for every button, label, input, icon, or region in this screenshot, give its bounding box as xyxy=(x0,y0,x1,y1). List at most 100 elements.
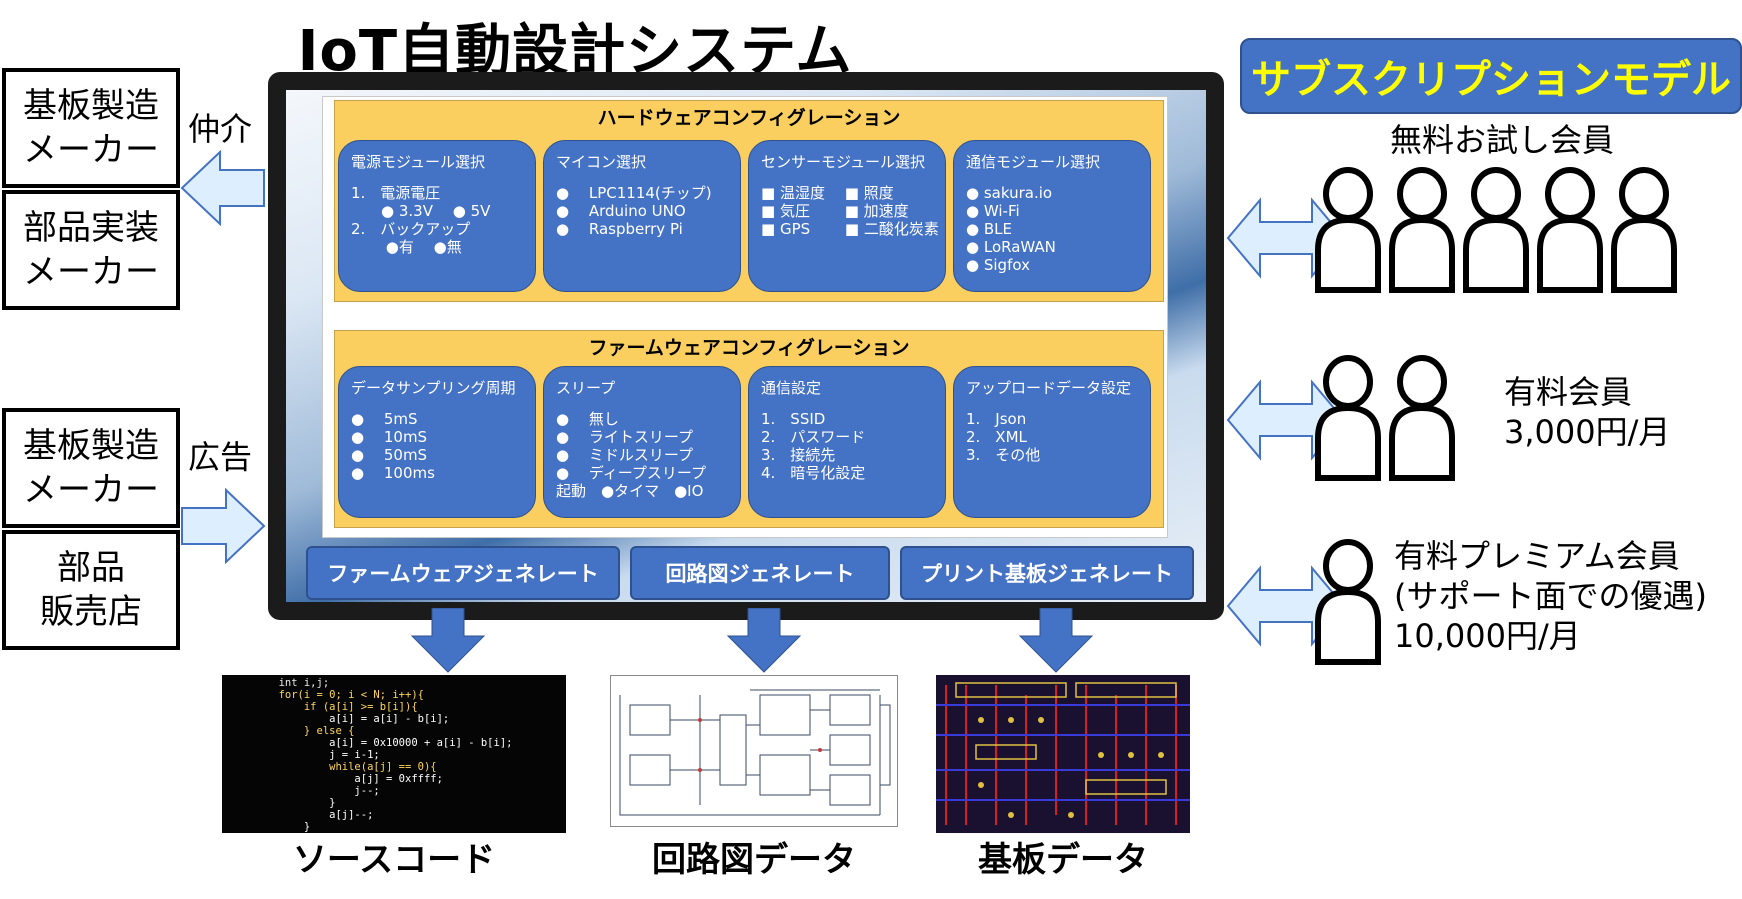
card-mcu[interactable]: マイコン選択 ● LPC1114(チップ) ● Arduino UNO ● Ra… xyxy=(543,140,741,292)
pcb-image xyxy=(936,675,1190,833)
card-title: アップロードデータ設定 xyxy=(966,379,1132,397)
list-item[interactable]: ● Sigfox xyxy=(966,256,1030,274)
list-item[interactable]: ● BLE xyxy=(966,220,1012,238)
premium-tier-price: 10,000円/月 xyxy=(1394,617,1581,655)
list-item[interactable]: ● ディープスリープ xyxy=(556,464,707,482)
list-item[interactable]: ● ミドルスリープ xyxy=(556,446,693,464)
list-item[interactable]: 1. Json xyxy=(966,410,1027,428)
left-box-parts-store: 部品 販売店 xyxy=(2,530,180,650)
card-sensor-module[interactable]: センサーモジュール選択 ■ 温湿度 ■ 照度 ■ 気圧 ■ 加速度 ■ GPS … xyxy=(748,140,946,292)
list-item[interactable]: 4. 暗号化設定 xyxy=(761,464,866,482)
arrow-down-icon xyxy=(410,608,486,673)
arrow-down-icon xyxy=(1018,608,1094,673)
paid-tier-price: 3,000円/月 xyxy=(1504,413,1671,451)
card-list: ● 5mS ● 10mS ● 50mS ● 100ms xyxy=(351,410,523,482)
card-list: 1. SSID 2. パスワード 3. 接続先 4. 暗号化設定 xyxy=(761,410,933,482)
list-item[interactable]: ● LPC1114(チップ) xyxy=(556,184,712,202)
card-list: ● sakura.io ● Wi-Fi ● BLE ● LoRaWAN ● Si… xyxy=(966,184,1138,274)
code-line: while(a[j] == 0){ xyxy=(228,761,437,773)
card-title: スリープ xyxy=(556,379,616,397)
code-line: a[j] = 0xffff; xyxy=(228,773,443,785)
card-sleep[interactable]: スリープ ● 無し ● ライトスリープ ● ミドルスリープ ● ディープスリープ… xyxy=(543,366,741,518)
left-box-assembly-maker: 部品実装 メーカー xyxy=(2,190,180,310)
person-icon xyxy=(1611,167,1677,293)
list-item[interactable]: ● sakura.io xyxy=(966,184,1053,202)
card-comm-module[interactable]: 通信モジュール選択 ● sakura.io ● Wi-Fi ● BLE ● Lo… xyxy=(953,140,1151,292)
card-title: 通信設定 xyxy=(761,379,822,397)
list-item[interactable]: 1. SSID xyxy=(761,410,826,428)
list-item[interactable]: 2. パスワード xyxy=(761,428,866,446)
arrow-left-icon xyxy=(180,150,265,226)
card-comm-settings[interactable]: 通信設定 1. SSID 2. パスワード 3. 接続先 4. 暗号化設定 xyxy=(748,366,946,518)
list-item[interactable]: ● 10mS xyxy=(351,428,428,446)
list-item[interactable]: ■ GPS ■ 二酸化炭素 xyxy=(761,220,939,238)
list-item[interactable]: ● Wi-Fi xyxy=(966,202,1020,220)
list-item[interactable]: 3. その他 xyxy=(966,446,1041,464)
free-members-icons xyxy=(1315,167,1677,293)
list-item[interactable]: ● Arduino UNO xyxy=(556,202,686,220)
card-list: ● 無し ● ライトスリープ ● ミドルスリープ ● ディープスリープ 起動 ●… xyxy=(556,410,728,500)
code-line: j = i-1; xyxy=(228,749,380,761)
list-item[interactable]: 3. 接続先 xyxy=(761,446,836,464)
left-box-pcb-maker-1: 基板製造 メーカー xyxy=(2,68,180,188)
card-power-module[interactable]: 電源モジュール選択 1. 電源電圧 ● 3.3V ● 5V 2. バックアップ … xyxy=(338,140,536,292)
firmware-config-title: ファームウェアコンフィグレーション xyxy=(588,337,910,359)
list-item[interactable]: 1. 電源電圧 xyxy=(351,184,441,202)
list-item[interactable]: ●有 ●無 xyxy=(351,238,462,256)
list-item[interactable]: 2. XML xyxy=(966,428,1027,446)
card-list: ■ 温湿度 ■ 照度 ■ 気圧 ■ 加速度 ■ GPS ■ 二酸化炭素 xyxy=(761,184,939,238)
list-item[interactable]: 起動 ●タイマ ●IO xyxy=(556,482,704,500)
card-list: 1. Json 2. XML 3. その他 xyxy=(966,410,1138,464)
schematic-generate-button[interactable]: 回路図ジェネレート xyxy=(630,546,890,600)
paid-members-icons xyxy=(1315,355,1455,481)
card-title: マイコン選択 xyxy=(556,153,647,171)
person-icon xyxy=(1315,539,1381,665)
left-box-label: 基板製造 メーカー xyxy=(23,86,159,170)
code-line: } xyxy=(228,821,311,833)
person-icon xyxy=(1389,167,1455,293)
left-box-label: 部品 販売店 xyxy=(40,548,142,632)
list-item[interactable]: ● 5mS xyxy=(351,410,418,428)
pcb-caption: 基板データ xyxy=(978,840,1148,880)
arrow-right-icon xyxy=(181,488,266,564)
premium-tier-name: 有料プレミアム会員 xyxy=(1394,537,1680,575)
card-sampling-period[interactable]: データサンプリング周期 ● 5mS ● 10mS ● 50mS ● 100ms xyxy=(338,366,536,518)
code-line: if (a[i] >= b[i]){ xyxy=(228,701,418,713)
firmware-generate-button[interactable]: ファームウェアジェネレート xyxy=(306,546,620,600)
list-item[interactable]: ■ 気圧 ■ 加速度 xyxy=(761,202,909,220)
subscription-title: サブスクリプションモデル xyxy=(1240,38,1742,114)
source-code-image: int i,j; for(i = 0; i < N; i++){ if (a[i… xyxy=(222,675,566,833)
label-intermediary: 仲介 xyxy=(188,110,253,148)
pcb-generate-button[interactable]: プリント基板ジェネレート xyxy=(900,546,1194,600)
list-item[interactable]: ● Raspberry Pi xyxy=(556,220,683,238)
list-item[interactable]: ● 100ms xyxy=(351,464,435,482)
code-line: a[i] = 0x10000 + a[i] - b[i]; xyxy=(228,737,513,749)
free-tier-label: 無料お試し会員 xyxy=(1390,121,1615,159)
premium-tier-label: 有料プレミアム会員 (サポート面での優遇) 10,000円/月 xyxy=(1394,536,1707,656)
left-box-pcb-maker-2: 基板製造 メーカー xyxy=(2,408,180,528)
premium-tier-note: (サポート面での優遇) xyxy=(1394,577,1707,615)
list-item[interactable]: ● LoRaWAN xyxy=(966,238,1056,256)
list-item[interactable]: ■ 温湿度 ■ 照度 xyxy=(761,184,894,202)
premium-member-icon xyxy=(1315,539,1381,665)
card-list: ● LPC1114(チップ) ● Arduino UNO ● Raspberry… xyxy=(556,184,728,238)
code-line: j--; xyxy=(228,785,380,797)
source-code-caption: ソースコード xyxy=(292,840,496,880)
code-line: int i,j; xyxy=(228,677,330,689)
code-line: } else { xyxy=(228,725,355,737)
person-icon xyxy=(1463,167,1529,293)
person-icon xyxy=(1537,167,1603,293)
code-line: for(i = 0; i < N; i++){ xyxy=(228,689,424,701)
card-title: 電源モジュール選択 xyxy=(351,153,485,171)
card-upload-data[interactable]: アップロードデータ設定 1. Json 2. XML 3. その他 xyxy=(953,366,1151,518)
paid-tier-label: 有料会員 3,000円/月 xyxy=(1504,372,1670,452)
list-item[interactable]: ● ライトスリープ xyxy=(556,428,693,446)
card-list: 1. 電源電圧 ● 3.3V ● 5V 2. バックアップ ●有 ●無 xyxy=(351,184,523,256)
paid-tier-name: 有料会員 xyxy=(1504,373,1633,411)
list-item[interactable]: ● 3.3V ● 5V xyxy=(351,202,491,220)
list-item[interactable]: 2. バックアップ xyxy=(351,220,471,238)
schematic-caption: 回路図データ xyxy=(652,840,856,880)
list-item[interactable]: ● 無し xyxy=(556,410,619,428)
card-title: データサンプリング周期 xyxy=(351,379,516,397)
list-item[interactable]: ● 50mS xyxy=(351,446,428,464)
